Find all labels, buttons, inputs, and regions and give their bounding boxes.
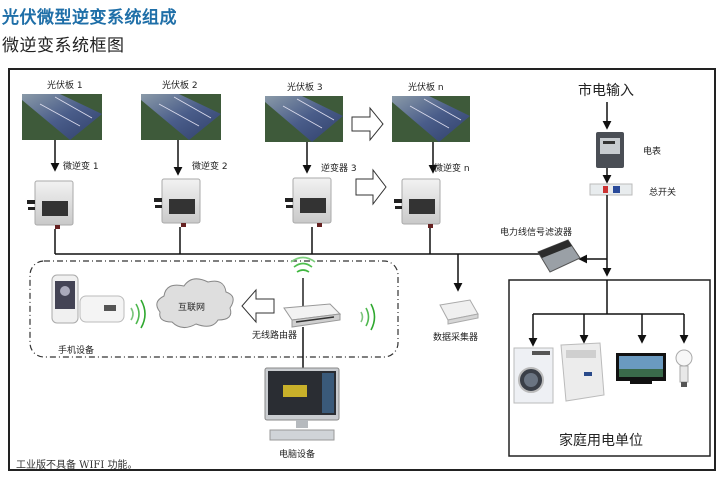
household-title: 家庭用电单位 [559,433,643,449]
solar-panel-2 [141,94,221,140]
phone-label: 手机设备 [58,346,95,356]
top-load-washer-icon [560,342,605,402]
footnote: 工业版不具备 WIFI 功能。 [16,460,138,471]
solar-panel-n [392,96,470,142]
diagram-title: 光伏微型逆变系统组成 [2,8,177,28]
inverter-3-label: 逆变器 3 [321,164,357,174]
grid-input-label: 市电输入 [578,83,634,99]
light-bulb-icon [675,349,693,387]
micro-inverter-3 [285,177,332,227]
panel-n-label: 光伏板 n [408,83,444,93]
router-label: 无线路由器 [252,331,298,341]
meter-label: 电表 [643,147,662,157]
router-wifi-signal-right-icon [360,303,376,331]
solar-panel-3 [265,96,343,142]
main-switch-label: 总开关 [649,188,677,198]
router-wifi-signal-icon [290,256,316,273]
phone-device-icon [51,274,125,324]
computer-label: 电脑设备 [279,450,316,460]
panel-2-label: 光伏板 2 [162,81,198,91]
panel-3-label: 光伏板 3 [287,83,323,93]
router-to-internet-arrow-icon [241,288,275,324]
internet-label: 互联网 [178,303,206,313]
inverter-1-label: 微逆变 1 [63,162,99,172]
inverter-n-label: 微逆变 n [434,164,470,174]
micro-inverter-2 [154,178,201,227]
wireless-network-region [29,260,399,358]
micro-inverter-1 [27,180,74,229]
electric-meter-icon [596,132,624,168]
plc-filter-label: 电力线信号滤波器 [500,228,573,238]
solar-panel-1 [22,94,102,140]
household-box [508,279,711,457]
inverter-2-label: 微逆变 2 [192,162,228,172]
computer-device-icon [264,367,340,441]
internet-cloud-icon [156,278,234,328]
front-load-washer-icon [513,347,554,404]
main-switch-icon [589,183,633,196]
wifi-signal-icon [130,299,146,329]
micro-inverter-n [394,178,441,228]
collector-label: 数据采集器 [433,333,479,343]
diagram-subtitle: 微逆变系统框图 [2,36,125,56]
outer-frame [8,68,716,471]
plc-filter-icon [537,239,581,273]
tv-icon [616,353,666,384]
continue-arrow-icon [351,106,384,142]
panel-1-label: 光伏板 1 [47,81,83,91]
data-collector-icon [439,299,479,325]
wireless-router-icon [283,278,342,328]
continue-arrow-icon [355,168,387,206]
